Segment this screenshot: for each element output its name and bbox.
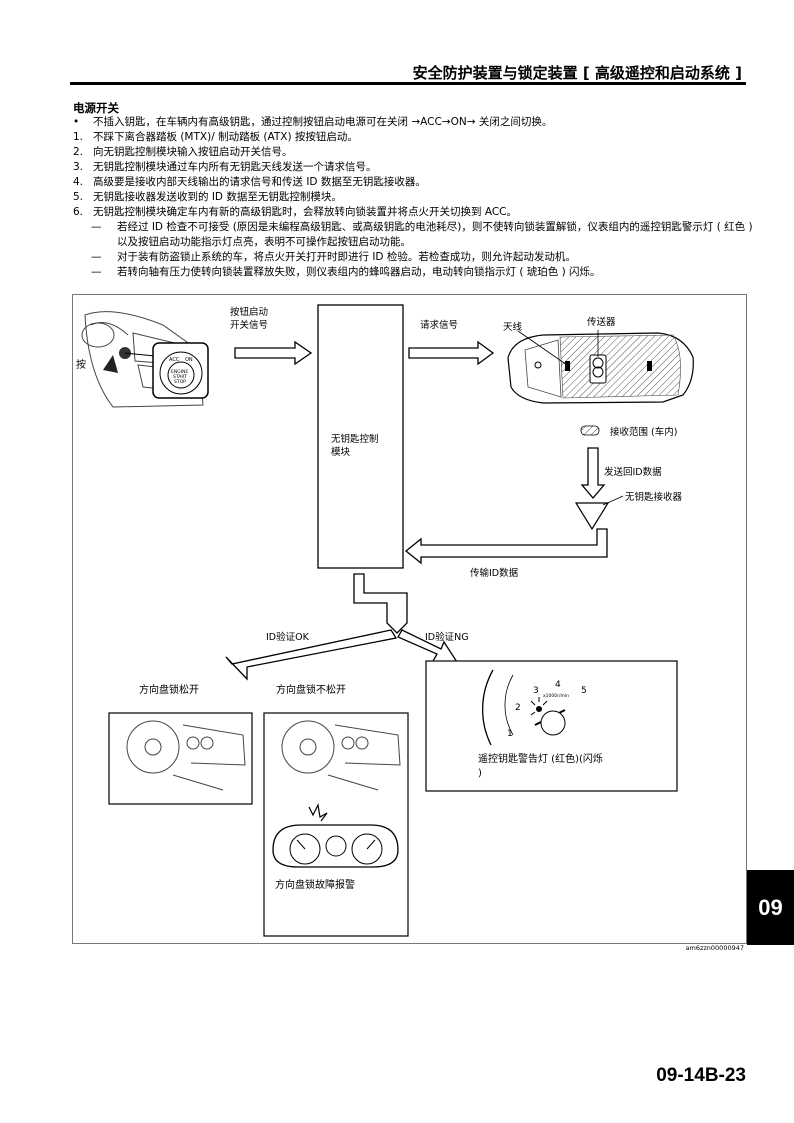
unlock-label: 方向盘锁松开 bbox=[139, 683, 199, 696]
svg-text:STOP: STOP bbox=[174, 379, 186, 385]
transmit-id-arrow bbox=[404, 528, 608, 565]
start-button-closeup: ACC ON ENGINE START STOP bbox=[152, 342, 209, 399]
unlocked-panel bbox=[108, 712, 253, 805]
note-id-check-fail: —若经过 ID 检查不可接受 (原因是未编程高级钥匙、或高级钥匙的电池耗尽)，则… bbox=[91, 221, 753, 248]
step-2: 2.向无钥匙控制模块输入按钮启动开关信号。 bbox=[73, 146, 293, 158]
fault-warning-label: 方向盘锁故障报警 bbox=[275, 878, 355, 891]
svg-text:ON: ON bbox=[185, 357, 193, 363]
not-unlock-label: 方向盘锁不松开 bbox=[276, 683, 346, 696]
antenna-label: 天线 bbox=[503, 321, 523, 333]
note-steering-lock-fail: —若转向轴有压力使转向锁装置释放失败，则仪表组内的蜂鸣器启动，电动转向锁指示灯 … bbox=[91, 266, 601, 278]
send-id-arrow bbox=[580, 447, 606, 500]
car-illustration bbox=[507, 330, 694, 404]
tachometer-illustration bbox=[481, 669, 566, 746]
svg-text:开关信号: 开关信号 bbox=[230, 319, 268, 331]
section-body: •不插入钥匙，在车辆内有高级钥匙，通过控制按钮启动电源可在关闭 →ACC→ON→… bbox=[73, 115, 753, 280]
svg-text:ACC: ACC bbox=[169, 357, 180, 363]
figure-id: am6zzn00000947 bbox=[685, 944, 744, 952]
step-3: 3.无钥匙控制模块通过车内所有无钥匙天线发送一个请求信号。 bbox=[73, 161, 377, 173]
page-number: 09-14B-23 bbox=[656, 1065, 746, 1086]
module-label: 无钥匙控制 bbox=[331, 433, 379, 445]
start-signal-arrow bbox=[234, 340, 313, 366]
keyless-control-module bbox=[317, 304, 404, 569]
section-title: 电源开关 bbox=[73, 101, 119, 115]
system-diagram: 按 ACC ON ENGINE START STOP 按钮启动 开关信号 无钥匙… bbox=[72, 294, 747, 944]
key-warning-label: 遥控钥匙警告灯 (红色)(闪烁 bbox=[478, 752, 603, 765]
request-signal-label: 请求信号 bbox=[420, 319, 458, 331]
send-id-label: 发送回ID数据 bbox=[604, 466, 662, 478]
start-signal-label: 按钮启动 bbox=[230, 306, 268, 318]
header-rule bbox=[70, 82, 746, 85]
note-immobilizer: —对于装有防盗锁止系统的车，将点火开关打开时即进行 ID 检验。若检查成功，则允… bbox=[91, 251, 576, 263]
receiver-label: 无钥匙接收器 bbox=[625, 491, 683, 503]
svg-text:模块: 模块 bbox=[331, 446, 351, 458]
svg-text:3: 3 bbox=[533, 686, 539, 696]
svg-text:4: 4 bbox=[555, 680, 561, 690]
svg-text:START: START bbox=[173, 374, 187, 380]
svg-text:2: 2 bbox=[515, 703, 521, 713]
request-signal-arrow bbox=[408, 340, 495, 366]
bullet-line: •不插入钥匙，在车辆内有高级钥匙，通过控制按钮启动电源可在关闭 →ACC→ON→… bbox=[73, 116, 553, 128]
id-ng-label: ID验证NG bbox=[425, 631, 469, 643]
transmit-id-label: 传输ID数据 bbox=[470, 567, 519, 579]
svg-text:x1000r/min: x1000r/min bbox=[543, 693, 569, 699]
steering-wheel-illustration bbox=[126, 720, 246, 791]
section-tab: 09 bbox=[747, 870, 794, 945]
steering-wheel-illustration-2 bbox=[281, 720, 401, 791]
header-title: 安全防护装置与锁定装置 [ 高级遥控和启动系统 ] bbox=[412, 64, 742, 82]
warning-flash-icon bbox=[308, 803, 328, 822]
step-1: 1.不踩下离合器踏板 (MTX)/ 制动踏板 (ATX) 按按钮启动。 bbox=[73, 131, 358, 143]
reception-range-legend bbox=[580, 425, 600, 436]
reception-range-label: 接收范围 (车内) bbox=[610, 426, 677, 438]
svg-text:5: 5 bbox=[581, 686, 587, 696]
svg-text:ENGINE: ENGINE bbox=[171, 369, 188, 375]
id-ok-arrow bbox=[225, 629, 398, 681]
step-6: 6.无钥匙控制模块确定车内有新的高级钥匙时，会释放转向锁装置并将点火开关切换到 … bbox=[73, 206, 517, 218]
step-5: 5.无钥匙接收器发送收到的 ID 数据至无钥匙控制模块。 bbox=[73, 191, 342, 203]
svg-text:): ) bbox=[478, 768, 482, 779]
transmitter-label: 传送器 bbox=[587, 316, 616, 328]
module-output-arrow bbox=[353, 573, 408, 634]
instrument-cluster-illustration bbox=[272, 824, 399, 868]
step-4: 4.高级要是接收内部天线输出的请求信号和传送 ID 数据至无钥匙接收器。 bbox=[73, 176, 426, 188]
id-ok-label: ID验证OK bbox=[266, 631, 310, 643]
press-label: 按 bbox=[76, 358, 86, 371]
svg-text:1: 1 bbox=[507, 729, 513, 739]
keyless-receiver bbox=[574, 502, 610, 531]
